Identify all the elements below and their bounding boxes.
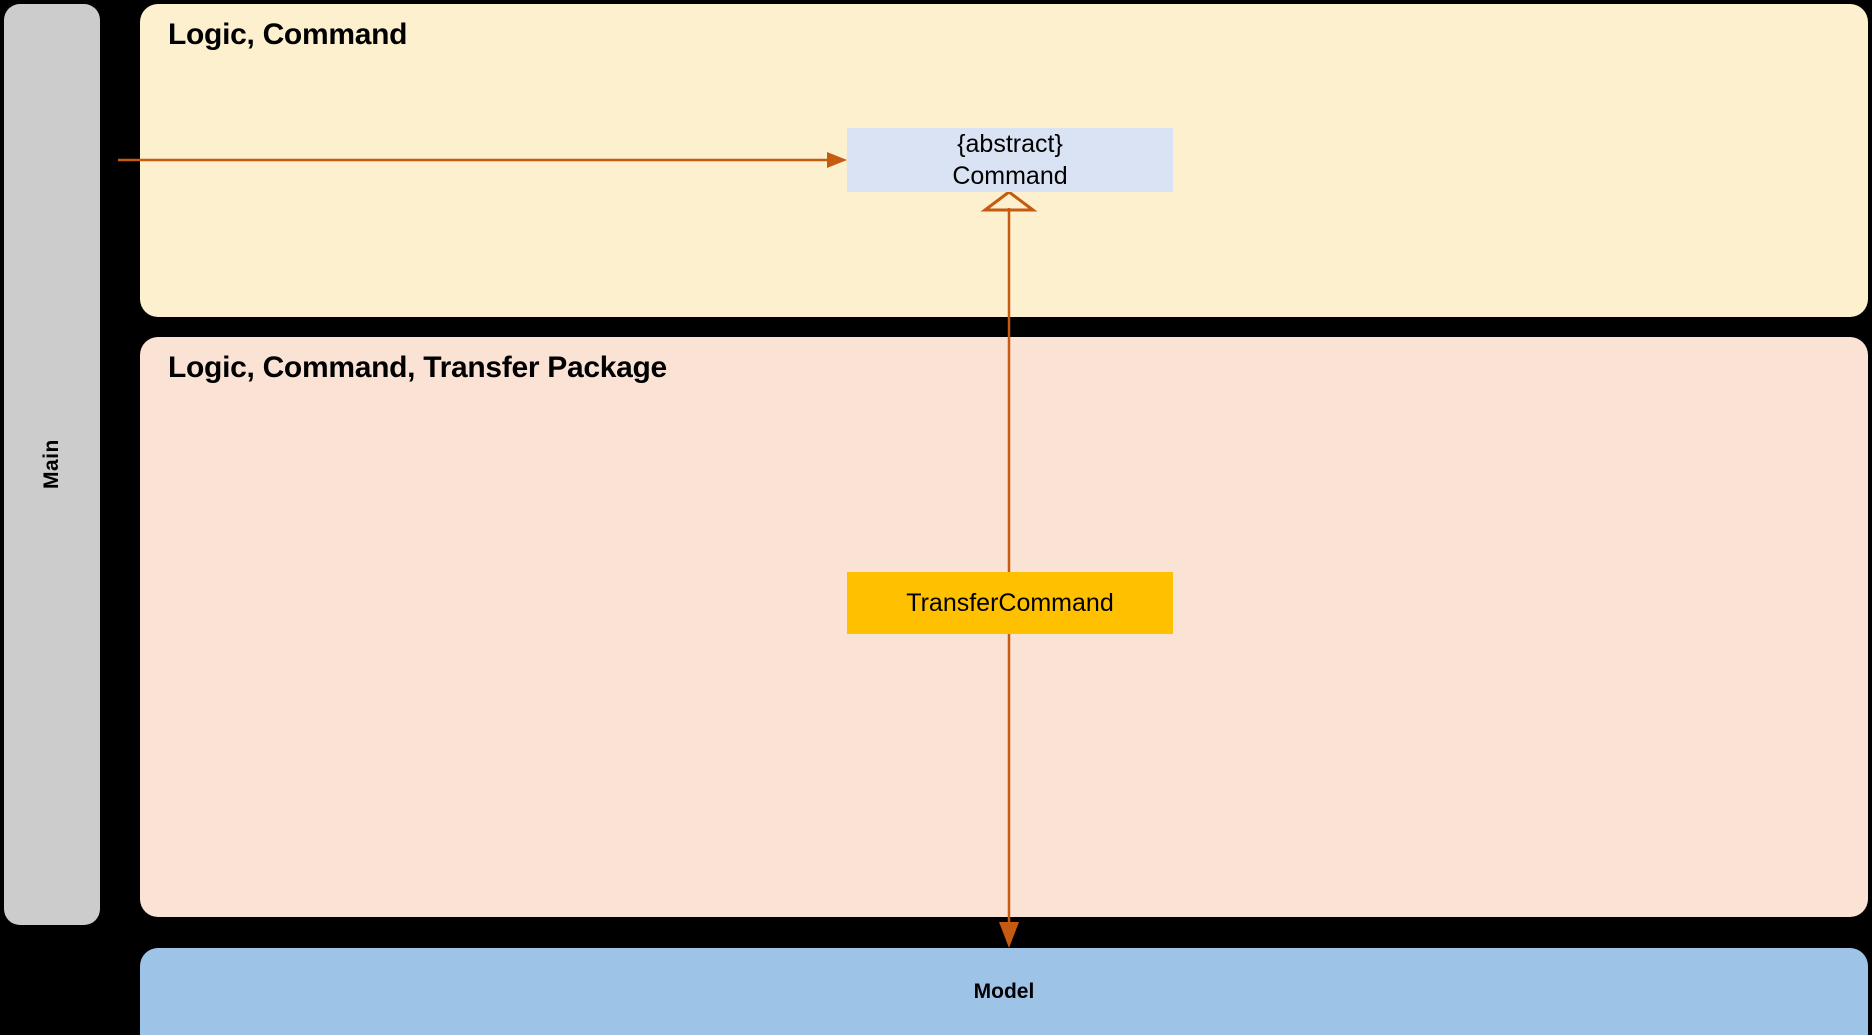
package-model[interactable]: Model (140, 948, 1868, 1035)
main-package-rail[interactable]: Main (4, 4, 100, 925)
class-command-stereotype: {abstract} (957, 130, 1063, 158)
filled-arrowhead-icon (999, 922, 1019, 948)
class-transfer-command-name: TransferCommand (906, 589, 1114, 617)
main-package-label: Main (40, 439, 63, 490)
class-box-transfer-command[interactable]: TransferCommand (847, 572, 1173, 634)
package-logic-command-title: Logic, Command (168, 18, 408, 51)
package-logic-command-transfer[interactable]: Logic, Command, Transfer Package (140, 337, 1868, 917)
package-model-label: Model (973, 979, 1035, 1003)
class-command-name: Command (952, 162, 1068, 190)
package-logic-command-transfer-title: Logic, Command, Transfer Package (168, 351, 667, 384)
class-box-command[interactable]: {abstract} Command (847, 128, 1173, 192)
